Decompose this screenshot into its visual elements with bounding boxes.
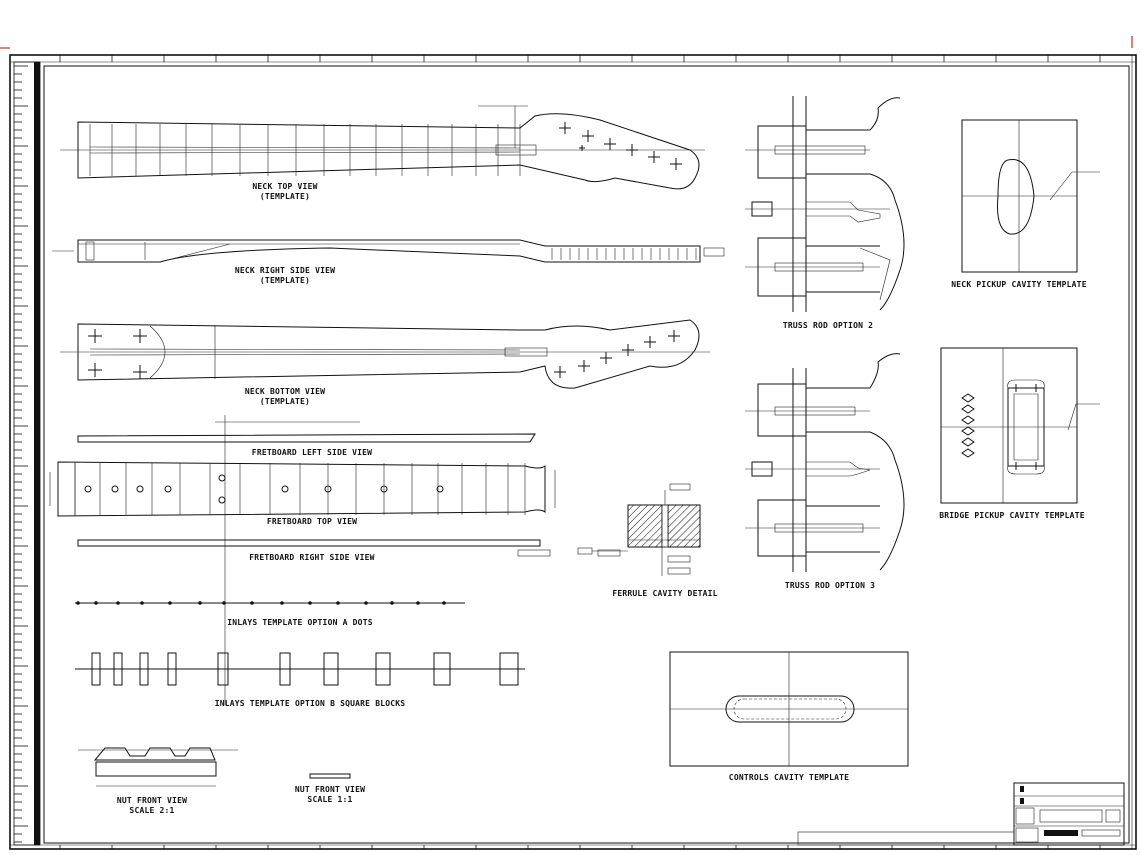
inlay-block — [499, 652, 519, 686]
inlay-dot — [168, 601, 172, 605]
fretboard-right-side-view — [77, 539, 551, 557]
neck-right-side-view-subtitle: (TEMPLATE) — [260, 276, 310, 285]
neck-right-side-view-title: NECK RIGHT SIDE VIEW — [235, 266, 335, 275]
neck-top-view-subtitle: (TEMPLATE) — [260, 192, 310, 201]
inlay-dot — [84, 485, 92, 493]
inlay-dot — [116, 601, 120, 605]
inlay-dot — [281, 485, 289, 493]
inlays-option-b — [75, 652, 525, 686]
inlays-option-a-title: INLAYS TEMPLATE OPTION A DOTS — [227, 618, 372, 627]
neck-bottom-view-subtitle: (TEMPLATE) — [260, 397, 310, 406]
inlay-dot — [442, 601, 446, 605]
inlay-dot — [436, 485, 444, 493]
inlay-block — [167, 652, 177, 686]
neck-top-view-title: NECK TOP VIEW — [252, 182, 317, 191]
fretboard-right-side-view-title: FRETBOARD RIGHT SIDE VIEW — [249, 553, 374, 562]
inlay-block — [323, 652, 339, 686]
controls-cavity-template-title: CONTROLS CAVITY TEMPLATE — [729, 773, 849, 782]
saddle-mark — [961, 415, 975, 425]
inlay-dot — [222, 601, 226, 605]
saddle-mark — [961, 426, 975, 436]
inlay-dot — [218, 496, 226, 504]
inlay-dot — [218, 474, 226, 482]
inlay-dot — [164, 485, 172, 493]
nut-front-view-actual — [309, 773, 351, 779]
neck-pickup-cavity-template-title: NECK PICKUP CAVITY TEMPLATE — [951, 280, 1086, 289]
inlay-block — [113, 652, 123, 686]
inlay-block — [139, 652, 149, 686]
left-scale-ruler — [13, 61, 41, 846]
saddle-mark — [961, 437, 975, 447]
title-block — [797, 782, 1125, 846]
inlay-dot — [280, 601, 284, 605]
inlay-dot — [140, 601, 144, 605]
inlay-dot — [390, 601, 394, 605]
nut-front-view-actual-title: NUT FRONT VIEW — [295, 785, 365, 794]
inlay-block — [433, 652, 451, 686]
fretboard-left-side-view — [77, 421, 536, 443]
inlay-dot — [336, 601, 340, 605]
fretboard-top-view — [49, 461, 556, 517]
neck-pickup-cavity-template — [961, 119, 1100, 273]
inlay-dot — [250, 601, 254, 605]
neck-right-side-view — [52, 239, 725, 263]
inlay-dot — [324, 485, 332, 493]
inlay-dot — [111, 485, 119, 493]
fretboard-left-side-view-title: FRETBOARD LEFT SIDE VIEW — [252, 448, 372, 457]
saddle-mark — [961, 448, 975, 458]
neck-bottom-view-title: NECK BOTTOM VIEW — [245, 387, 325, 396]
truss-rod-option-3 — [745, 353, 905, 572]
nut-front-view-actual-subtitle: SCALE 1:1 — [307, 795, 352, 804]
saddle-mark — [961, 393, 975, 403]
controls-cavity-template — [669, 651, 909, 767]
fretboard-top-view-title: FRETBOARD TOP VIEW — [267, 517, 357, 526]
inlay-block — [279, 652, 291, 686]
nut-front-view-scaled — [78, 747, 238, 787]
saddle-mark — [961, 404, 975, 414]
nut-front-view-scaled-subtitle: SCALE 2:1 — [129, 806, 174, 815]
bridge-pickup-cavity-template-title: BRIDGE PICKUP CAVITY TEMPLATE — [939, 511, 1084, 520]
inlay-block — [375, 652, 391, 686]
inlays-option-b-title: INLAYS TEMPLATE OPTION B SQUARE BLOCKS — [215, 699, 406, 708]
neck-top-view — [60, 105, 705, 190]
inlay-dot — [380, 485, 388, 493]
inlay-dot — [308, 601, 312, 605]
neck-bottom-view — [60, 319, 710, 389]
truss-rod-option-3-title: TRUSS ROD OPTION 3 — [785, 581, 875, 590]
inlay-dot — [76, 601, 80, 605]
truss-rod-option-2 — [745, 96, 905, 312]
truss-rod-option-2-title: TRUSS ROD OPTION 2 — [783, 321, 873, 330]
inlay-dot — [364, 601, 368, 605]
inlay-block — [217, 652, 229, 686]
ferrule-cavity-detail-title: FERRULE CAVITY DETAIL — [612, 589, 717, 598]
inlay-dot — [198, 601, 202, 605]
inlays-option-a — [75, 601, 465, 605]
ferrule-cavity-detail — [577, 483, 701, 576]
inlay-dot — [416, 601, 420, 605]
inlay-dot — [94, 601, 98, 605]
inlay-dot — [136, 485, 144, 493]
nut-front-view-scaled-title: NUT FRONT VIEW — [117, 796, 187, 805]
inlay-block — [91, 652, 101, 686]
edge-ticks — [59, 55, 1101, 849]
sheet-border — [9, 54, 1137, 850]
bridge-pickup-cavity-template — [940, 347, 1100, 504]
